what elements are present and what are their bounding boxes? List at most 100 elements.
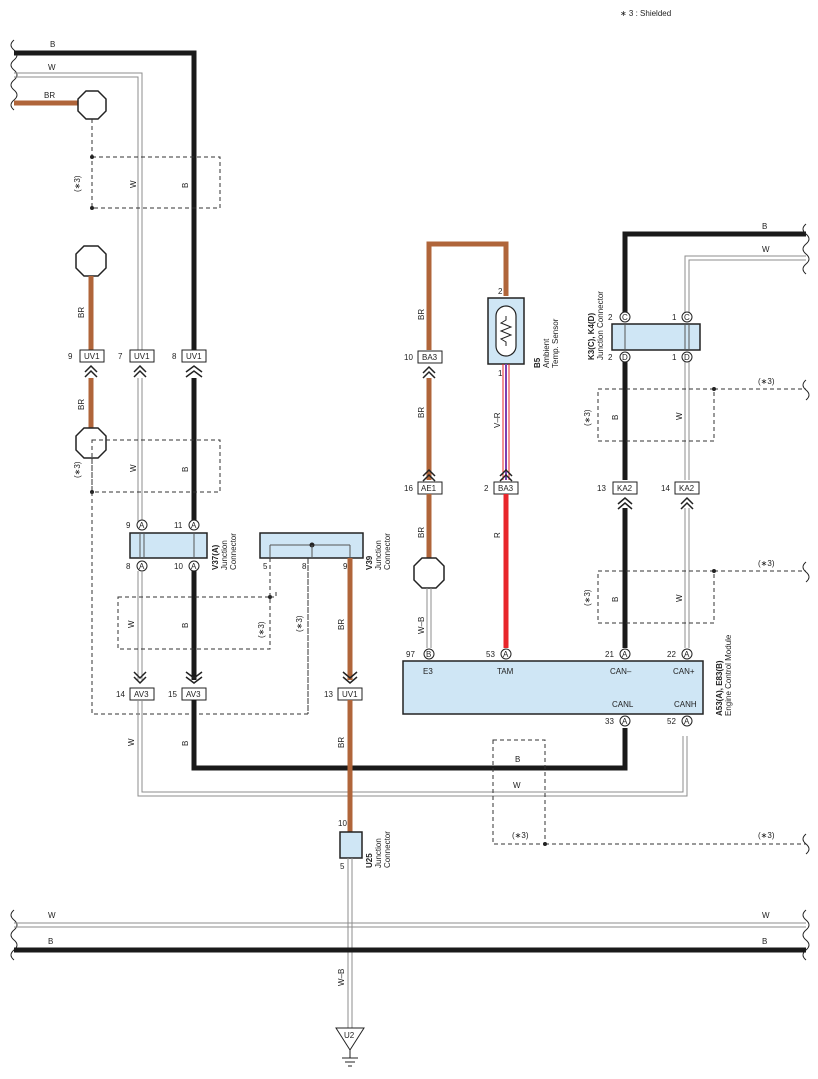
svg-text:10: 10: [404, 353, 413, 362]
ecm-can-minus: CAN–: [610, 667, 632, 676]
ecm-can-plus: CAN+: [673, 667, 695, 676]
shield-2-w: W: [129, 464, 138, 472]
shield-7-box: [597, 570, 715, 624]
ba3-10-connector: BA3 10: [404, 350, 443, 379]
shield-3-box: [117, 596, 271, 650]
svg-text:UV1: UV1: [342, 690, 358, 699]
svg-text:A: A: [622, 717, 628, 726]
svg-text:10: 10: [174, 562, 183, 571]
splice-octagon-3: [75, 427, 107, 459]
wire-label-wb-e3: W–B: [417, 617, 426, 634]
wire-label-br-2: BR: [77, 307, 86, 318]
wire-br-sensor-loop: [426, 241, 509, 350]
svg-text:U2: U2: [344, 1031, 355, 1040]
v39-label-id: V39: [365, 555, 374, 570]
shield-6-w: W: [675, 412, 684, 420]
svg-text:8: 8: [172, 352, 177, 361]
wire-label-br-ae1: BR: [417, 527, 426, 538]
wire-w-top-a: [14, 72, 143, 350]
shield-6-label: (∗3): [583, 409, 592, 426]
ground-u2: U2: [335, 1027, 365, 1067]
right-top-break: [802, 223, 810, 275]
wire-w-canh-b: [141, 700, 684, 793]
shield-3-v39: [270, 590, 277, 598]
svg-text:A: A: [684, 717, 690, 726]
shield-7-dot: [712, 569, 716, 573]
svg-text:33: 33: [605, 717, 614, 726]
shield-1-b: B: [181, 183, 190, 188]
shield-2-b: B: [181, 467, 190, 472]
svg-text:7: 7: [118, 352, 123, 361]
wire-w-right-a: [684, 255, 806, 314]
shield-3-label: (∗3): [257, 621, 266, 638]
svg-text:2: 2: [608, 353, 613, 362]
splice-octagon-4: [413, 557, 445, 589]
u25-connector: 10 5: [338, 819, 363, 871]
bus-w-label-r: W: [762, 911, 770, 920]
splice-octagon-1: [77, 90, 107, 120]
uv1-connector-row: UV1 9 UV1 7 UV1 8: [68, 349, 207, 363]
shield-5-w: W: [513, 781, 521, 790]
ecm-tam: TAM: [497, 667, 514, 676]
shield-5-label-r: (∗3): [758, 831, 775, 840]
svg-text:D: D: [684, 353, 690, 362]
wire-label-br-u25: BR: [337, 737, 346, 748]
svg-text:15: 15: [168, 690, 177, 699]
svg-text:21: 21: [605, 650, 614, 659]
shield-7-b: B: [611, 597, 620, 602]
shield-6-box: [597, 388, 715, 442]
ecm-pins-bottom: A 33 A 52: [605, 715, 693, 727]
svg-text:AE1: AE1: [421, 484, 437, 493]
wire-label-w-top: W: [48, 63, 56, 72]
svg-text:1: 1: [672, 353, 677, 362]
shield-7-label: (∗3): [583, 589, 592, 606]
shield-7-label-r: (∗3): [758, 559, 775, 568]
shield-5-label: (∗3): [512, 831, 529, 840]
b5-label-2: Temp. Sensor: [551, 318, 560, 368]
ambient-temp-sensor: [487, 297, 525, 365]
svg-text:A: A: [139, 521, 145, 530]
splice-octagon-2: [75, 245, 107, 277]
svg-text:AV3: AV3: [134, 690, 149, 699]
shield-7-break: [802, 561, 810, 583]
shield-2-label: (∗3): [73, 461, 82, 478]
shield-1-dot-a: [90, 155, 94, 159]
av3-connector-row: AV3 14 AV3 15: [116, 671, 207, 701]
u25-label-id: U25: [365, 853, 374, 868]
u25-label-1: Junction: [374, 838, 383, 868]
shield-1-box: [91, 156, 221, 209]
shield-6-label-r: (∗3): [758, 377, 775, 386]
v37-label-2: Connector: [229, 533, 238, 570]
ecm-label-id: A53(A), E83(B): [715, 660, 724, 716]
shield-5-box: [492, 739, 546, 845]
v37-label-id: V37(A): [211, 544, 220, 570]
wire-label-br-ba3: BR: [417, 407, 426, 418]
shield-2-box: [91, 439, 221, 493]
svg-text:16: 16: [404, 484, 413, 493]
b5-pin-1: 1: [498, 369, 503, 378]
svg-text:KA2: KA2: [679, 484, 695, 493]
svg-text:14: 14: [661, 484, 670, 493]
svg-text:D: D: [622, 353, 628, 362]
shield-5-b: B: [515, 755, 520, 764]
uv1-13-connector: UV1 13: [324, 671, 363, 701]
ecm-label-1: Engine Control Module: [724, 634, 733, 716]
svg-text:5: 5: [340, 862, 345, 871]
svg-text:2: 2: [484, 484, 489, 493]
b5-pin-2: 2: [498, 287, 503, 296]
ecm-pins-top: B 97 A 53 A 21 A 22: [406, 648, 693, 660]
ka2-connectors: KA2 13 KA2 14: [597, 481, 700, 510]
wire-b-canl: [191, 700, 628, 771]
ecm-canl: CANL: [612, 700, 634, 709]
shield-6-b: B: [611, 415, 620, 420]
svg-text:9: 9: [68, 352, 73, 361]
shield-7-w: W: [675, 594, 684, 602]
wire-label-wb-ground: W–B: [337, 969, 346, 986]
svg-text:22: 22: [667, 650, 676, 659]
wire-label-w-right: W: [762, 245, 770, 254]
engine-control-module: [402, 660, 704, 715]
svg-text:14: 14: [116, 690, 125, 699]
svg-text:13: 13: [597, 484, 606, 493]
wire-label-w-low: W: [127, 738, 136, 746]
